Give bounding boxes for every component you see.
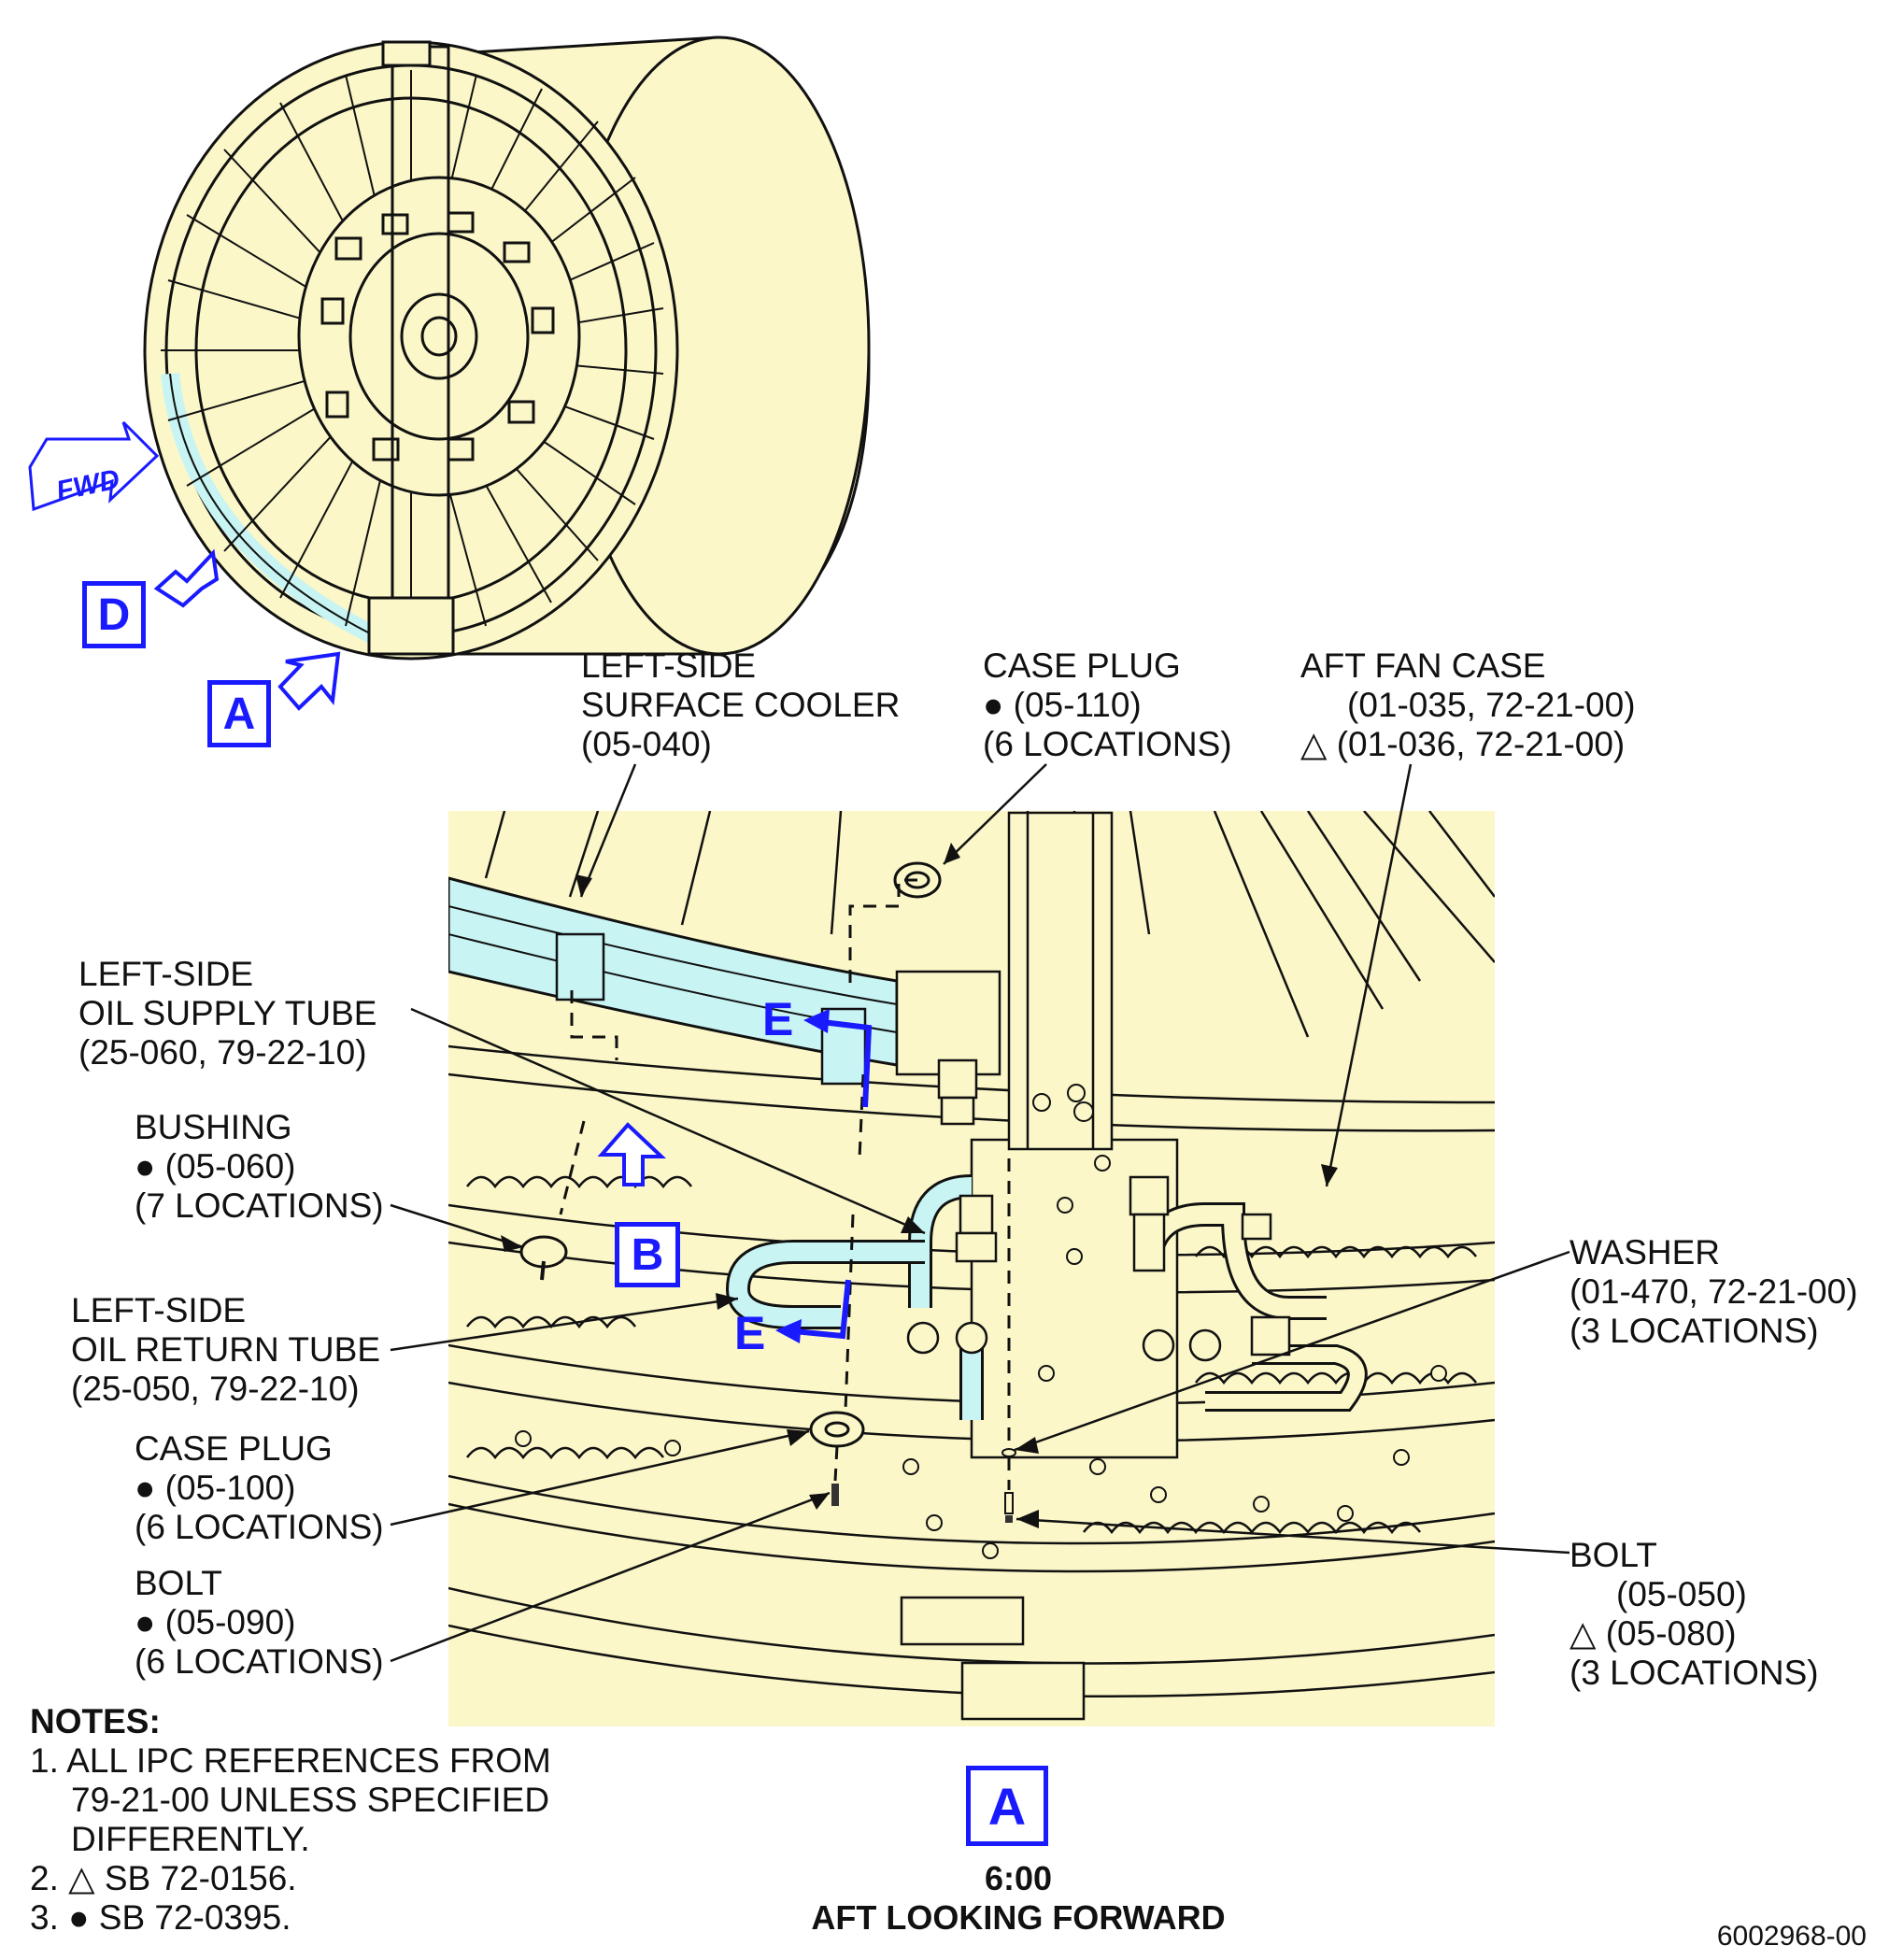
label-line: ● (05-060) [135,1147,296,1186]
note-line: 2. △ SB 72-0156. [30,1859,297,1897]
label-line: ● (05-100) [135,1469,296,1507]
label-line: WASHER [1569,1233,1721,1271]
label-line: ● (05-110) [983,686,1142,724]
label-oil-supply-tube: LEFT-SIDE OIL SUPPLY TUBE (25-060, 79-22… [78,955,376,1072]
label-line: (6 LOCATIONS) [135,1508,384,1546]
label-line: OIL RETURN TUBE [71,1330,380,1369]
detail-view-a [448,811,1495,1726]
label-line: LEFT-SIDE [78,955,254,993]
label-bolt-left: BOLT ● (05-090) (6 LOCATIONS) [135,1564,384,1682]
label-line: (7 LOCATIONS) [135,1186,384,1225]
view-caption: 6:00 AFT LOOKING FORWARD [729,1859,1308,1938]
leader-lines [390,763,1570,1663]
label-bushing: BUSHING ● (05-060) (7 LOCATIONS) [135,1108,384,1226]
label-line: SURFACE COOLER [581,686,901,724]
label-line: (3 LOCATIONS) [1569,1654,1819,1692]
label-case-plug-bottom: CASE PLUG ● (05-100) (6 LOCATIONS) [135,1429,384,1547]
label-line: BUSHING [135,1108,292,1146]
label-line: (6 LOCATIONS) [983,725,1232,763]
label-line: (25-060, 79-22-10) [78,1033,367,1072]
label-line: OIL SUPPLY TUBE [78,994,377,1032]
view-e-top-label[interactable]: E [762,993,794,1045]
fwd-arrow-icon [28,420,160,512]
label-washer: WASHER (01-470, 72-21-00) (3 LOCATIONS) [1569,1233,1858,1351]
notes-heading: NOTES: [30,1702,161,1740]
label-line: BOLT [1569,1536,1657,1574]
view-d-callout[interactable]: D [82,581,146,648]
view-a-top-callout[interactable]: A [207,680,271,747]
label-line: (6 LOCATIONS) [135,1642,384,1681]
label-line: (01-470, 72-21-00) [1569,1272,1858,1311]
label-line: CASE PLUG [135,1429,333,1468]
document-number: 6002968-00 [1716,1921,1867,1952]
label-line: ● (05-090) [135,1603,296,1641]
label-oil-return-tube: LEFT-SIDE OIL RETURN TUBE (25-050, 79-22… [71,1291,380,1409]
note-line: DIFFERENTLY. [71,1820,310,1858]
notes-block: NOTES: 1. ALL IPC REFERENCES FROM 79-21-… [30,1702,551,1938]
note-line: 79-21-00 UNLESS SPECIFIED [71,1781,550,1819]
label-line: △ (05-080) [1569,1614,1737,1653]
label-line: (05-040) [581,725,712,763]
label-line: △ (01-036, 72-21-00) [1300,725,1626,763]
label-line: (3 LOCATIONS) [1569,1312,1819,1350]
view-clock-position: 6:00 [984,1859,1053,1897]
view-a-bottom-callout[interactable]: A [966,1766,1048,1846]
label-bolt-right: BOLT (05-050) △ (05-080) (3 LOCATIONS) [1569,1536,1819,1693]
view-direction: AFT LOOKING FORWARD [811,1898,1226,1937]
view-b-callout[interactable]: B [615,1222,680,1287]
label-line: (05-050) [1616,1575,1747,1613]
label-aft-fan-case: AFT FAN CASE (01-035, 72-21-00) △ (01-03… [1300,646,1636,764]
view-e-bottom-label[interactable]: E [734,1307,766,1359]
label-line: LEFT-SIDE [71,1291,247,1329]
note-line: 3. ● SB 72-0395. [30,1898,291,1937]
label-line: AFT FAN CASE [1300,646,1546,685]
label-line: CASE PLUG [983,646,1181,685]
label-line: (01-035, 72-21-00) [1347,686,1636,724]
note-line: 1. ALL IPC REFERENCES FROM [30,1741,551,1780]
label-left-surface-cooler: LEFT-SIDE SURFACE COOLER (05-040) [581,646,900,764]
label-line: LEFT-SIDE [581,646,757,685]
label-line: BOLT [135,1564,222,1602]
label-line: (25-050, 79-22-10) [71,1370,360,1408]
engine-overview [143,36,871,660]
view-arrows [153,548,341,711]
label-case-plug-top: CASE PLUG ● (05-110) (6 LOCATIONS) [983,646,1232,764]
leader-arrowheads [501,843,1338,1528]
